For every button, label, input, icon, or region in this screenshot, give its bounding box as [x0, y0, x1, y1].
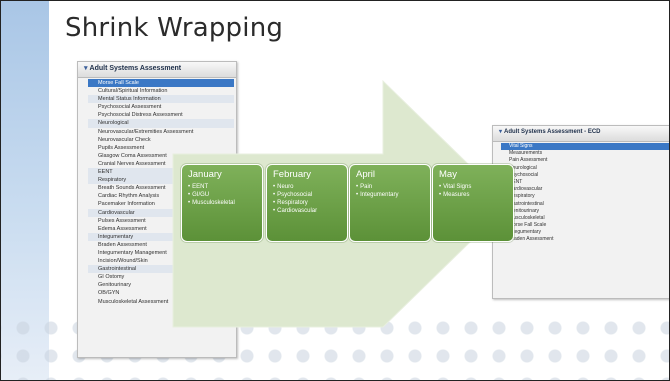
month-box-january: January EENT GI/GU Musculoskeletal	[181, 164, 263, 242]
panel-title: Adult Systems Assessment	[89, 65, 182, 72]
list-item[interactable]: Cranial Nerves Assessment	[98, 160, 166, 167]
list-item[interactable]: EENT	[509, 178, 523, 185]
month-title: February	[273, 169, 312, 180]
panel-title: Adult Systems Assessment - ECD	[504, 129, 601, 135]
slide-title: Shrink Wrapping	[65, 13, 284, 43]
month-item: Cardiovascular	[273, 207, 341, 215]
list-item[interactable]: GI Ostomy	[98, 274, 125, 281]
month-item: Respiratory	[273, 199, 341, 207]
list-item[interactable]: EENT	[88, 168, 234, 177]
list-item[interactable]: Gastrointestinal	[509, 200, 544, 207]
month-item: Musculoskeletal	[188, 199, 256, 207]
month-item: GI/GU	[188, 191, 256, 199]
month-title: May	[439, 169, 457, 180]
list-item[interactable]: OB/GYN	[98, 290, 120, 297]
collapse-arrow-icon[interactable]: ▾	[84, 65, 88, 72]
list-item[interactable]: Neurovascular/Extremities Assessment	[98, 128, 194, 135]
month-item: Neuro	[273, 183, 341, 191]
list-item[interactable]: Integumentary	[509, 229, 541, 236]
panel-header: ▾Adult Systems Assessment	[78, 62, 236, 78]
list-item[interactable]: Cardiac Rhythm Analysis	[98, 193, 160, 200]
collapse-arrow-icon[interactable]: ▾	[499, 129, 503, 135]
list-item[interactable]: Neurological	[88, 119, 234, 128]
list-item[interactable]: Glasgow Coma Assessment	[98, 152, 167, 159]
list-item[interactable]: Psychosocial Distress Assessment	[98, 112, 183, 119]
list-item[interactable]: Mental Status Information	[88, 95, 234, 104]
list-item[interactable]: Morse Fall Scale	[88, 79, 234, 88]
list-item[interactable]: Pacemaker Information	[98, 201, 155, 208]
month-title: April	[356, 169, 376, 180]
list-item[interactable]: Breath Sounds Assessment	[98, 185, 166, 192]
list-item[interactable]: Integumentary Management	[98, 249, 167, 256]
list-item[interactable]: Musculoskeletal Assessment	[98, 298, 169, 305]
adult-systems-assessment-ecd-panel: ▾Adult Systems Assessment - ECD Vital Si…	[492, 125, 669, 299]
panel-header: ▾Adult Systems Assessment - ECD	[493, 126, 669, 142]
month-item: Pain	[356, 183, 424, 191]
list-item[interactable]: Genitourinary	[509, 207, 540, 214]
list-item[interactable]: Measurements	[509, 150, 543, 157]
list-item[interactable]: Genitourinary	[98, 282, 132, 289]
list-item[interactable]: Cultural/Spiritual Information	[98, 88, 168, 95]
month-box-may: May Vital Signs Measures	[432, 164, 514, 242]
month-item: Integumentary	[356, 191, 424, 199]
list-item[interactable]: Respiratory	[509, 193, 535, 200]
month-item: Measures	[439, 191, 507, 199]
month-item: Vital Signs	[439, 183, 507, 191]
list-item[interactable]: Braden Assessment	[509, 236, 554, 243]
list-item[interactable]: Morse Fall Scale	[509, 222, 547, 229]
list-item[interactable]: Incision/Wound/Skin	[98, 258, 148, 265]
list-item[interactable]: Cardiovascular	[88, 208, 234, 217]
list-item[interactable]: Cardiovascular	[509, 186, 543, 193]
list-item[interactable]: Psychosocial	[509, 171, 539, 178]
list-item[interactable]: Pain Assessment	[509, 157, 548, 164]
month-box-april: April Pain Integumentary	[349, 164, 431, 242]
list-item[interactable]: Neurovascular Check	[98, 136, 151, 143]
list-item[interactable]: Psychosocial Assessment	[98, 104, 162, 111]
list-item[interactable]: Gastrointestinal	[88, 265, 234, 274]
month-title: January	[188, 169, 222, 180]
list-item[interactable]: Musculoskeletal	[509, 214, 545, 221]
list-item[interactable]: Braden Assessment	[98, 241, 147, 248]
month-box-february: February Neuro Psychosocial Respiratory …	[266, 164, 348, 242]
month-item: EENT	[188, 183, 256, 191]
list-item[interactable]: Pupils Assessment	[98, 144, 145, 151]
list-item[interactable]: Pulses Assessment	[98, 217, 146, 224]
list-item[interactable]: Edema Assessment	[98, 225, 147, 232]
list-item[interactable]: Respiratory	[88, 176, 234, 185]
month-item: Psychosocial	[273, 191, 341, 199]
list-item[interactable]: Integumentary	[88, 232, 234, 241]
list-item[interactable]: Neurological	[509, 164, 537, 171]
list-item[interactable]: Vital Signs	[501, 143, 669, 151]
